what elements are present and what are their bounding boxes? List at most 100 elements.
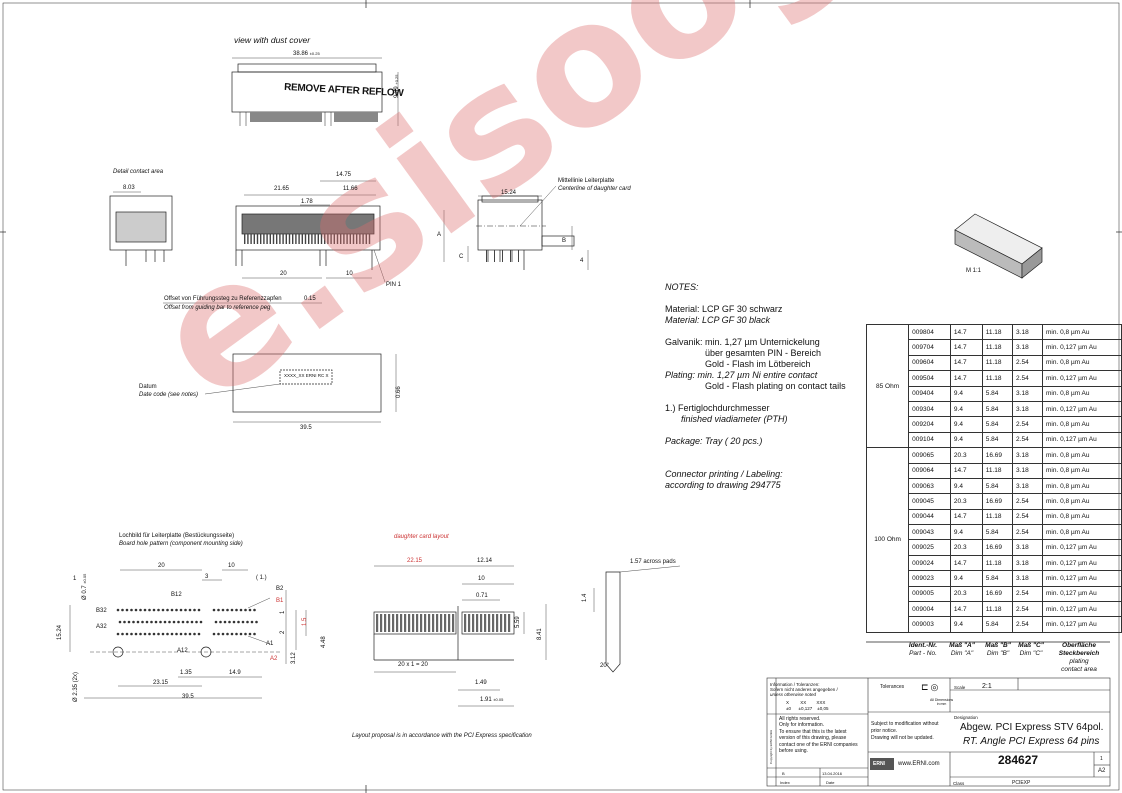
board-hole — [193, 632, 196, 636]
board-hole — [177, 620, 180, 624]
plating-de-2: über gesamten PIN - Bereich — [705, 348, 822, 358]
card-pad — [500, 614, 503, 632]
table-cell: 9.4 — [949, 616, 983, 633]
card-pad — [492, 614, 495, 632]
table-cell: 9.4 — [949, 385, 983, 402]
tb-class: PCIEXP — [1012, 780, 1031, 786]
table-cell: 009064 — [908, 462, 951, 479]
board-d135: 1.35 — [180, 670, 192, 676]
board-hole — [148, 632, 151, 636]
board-hole — [223, 620, 227, 624]
table-cell: min. 0,8 µm Au — [1042, 462, 1122, 479]
table-cell: 5.84 — [981, 477, 1014, 495]
card-d841: 8.41 — [537, 628, 543, 640]
contact-tail — [295, 234, 297, 244]
card-pad — [508, 614, 511, 632]
board-hole — [250, 620, 254, 624]
board-hole — [212, 632, 216, 636]
header-b: Maß "B"Dim "B" — [985, 642, 1011, 657]
board-d2315: 23.15 — [153, 680, 169, 686]
contact-tail — [285, 234, 287, 244]
board-title-en: Board hole pattern (component mounting s… — [119, 541, 243, 547]
tb-sheet: 1 — [1100, 756, 1103, 762]
board-hole — [179, 632, 183, 636]
table-cell: 3.18 — [1012, 385, 1044, 402]
table-cell: 009604 — [908, 354, 951, 372]
table-cell: min. 0,8 µm Au — [1042, 447, 1122, 464]
card-pad — [464, 614, 467, 632]
board-hole — [159, 620, 162, 624]
projection-icon: ⊏◎ — [921, 682, 941, 692]
contact-tail — [311, 234, 313, 244]
board-hole — [139, 608, 142, 612]
card-pad — [496, 614, 499, 632]
table-cell: 5.84 — [981, 416, 1014, 433]
contact-tail — [292, 234, 294, 244]
table-cell: 3.18 — [1012, 477, 1044, 495]
table-cell: 2.54 — [1012, 616, 1044, 633]
header-c: Maß "C"Dim "C" — [1018, 642, 1044, 657]
table-cell: 009804 — [908, 323, 951, 341]
table-cell: 20.3 — [949, 447, 983, 464]
tb-class-lbl: Class — [953, 781, 965, 786]
plating-en-2: Gold - Flash plating on contact tails — [705, 381, 846, 391]
board-d312: 3.12 — [291, 652, 297, 664]
contact-tail — [340, 234, 342, 244]
table-cell: 14.7 — [949, 462, 983, 479]
board-note1: ( 1.) — [256, 575, 267, 581]
card-pad — [396, 614, 399, 632]
board-hole — [188, 608, 192, 612]
erni-logo: ERNI — [873, 761, 885, 767]
board-hole — [127, 620, 131, 624]
card-pad — [428, 614, 431, 632]
side-pin — [494, 250, 495, 262]
board-d1524: 15.24 — [57, 624, 63, 640]
dim-b: B — [562, 238, 567, 244]
contact-tail — [308, 234, 310, 244]
table-cell: min. 0,8 µm Au — [1042, 385, 1122, 402]
contact-tail — [320, 234, 323, 244]
contact-tail — [253, 234, 255, 244]
board-hole — [141, 620, 144, 624]
dim-1166: 11.66 — [343, 186, 358, 192]
table-cell: 14.7 — [949, 339, 983, 356]
table-cell: 16.69 — [981, 493, 1014, 510]
edge-across: 1.57 across pads — [630, 559, 676, 565]
table-cell: min. 0,127 µm Au — [1042, 554, 1122, 572]
tb-drawing-number: 284627 — [998, 753, 1039, 767]
label-b1: B1 — [276, 598, 284, 604]
side-pin — [510, 250, 511, 262]
contact-tail — [263, 234, 265, 244]
table-cell: min. 0,8 µm Au — [1042, 354, 1122, 372]
contact-tail — [365, 234, 367, 244]
table-cell: 009024 — [908, 554, 951, 572]
card-pad — [448, 614, 451, 632]
board-hole — [121, 608, 124, 612]
contact-tail — [330, 234, 332, 244]
table-cell: 009104 — [908, 431, 951, 449]
contact-tail — [349, 234, 351, 244]
table-cell: 2.54 — [1012, 370, 1044, 387]
table-cell: 3.18 — [1012, 570, 1044, 587]
dim-178: 1.78 — [301, 199, 313, 205]
table-cell: 5.84 — [981, 431, 1014, 449]
table-cell: 20.3 — [949, 493, 983, 510]
tb-designation-en: RT. Angle PCI Express 64 pins — [963, 736, 1100, 747]
table-cell: min. 0,127 µm Au — [1042, 431, 1122, 449]
card-pad — [480, 614, 483, 632]
card-pad — [424, 614, 427, 632]
board-hole — [143, 608, 147, 612]
table-cell: 9.4 — [949, 400, 983, 418]
table-cell: 2.54 — [1012, 493, 1044, 510]
board-hole — [190, 620, 194, 624]
dim-066: 0.66 — [396, 386, 402, 398]
detail-dim: 8.03 — [123, 185, 135, 191]
board-hole — [170, 608, 174, 612]
